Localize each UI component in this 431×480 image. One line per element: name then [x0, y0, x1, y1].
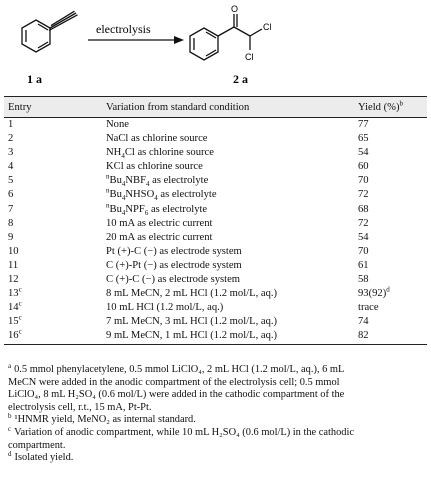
cell-entry: 6: [8, 189, 14, 201]
cell-yield: 72: [358, 189, 369, 201]
cell-yield: 70: [358, 175, 369, 187]
atom-chlorine-2: Cl: [245, 52, 254, 62]
cell-yield: 70: [358, 245, 369, 257]
cell-variation: None: [106, 119, 129, 130]
cell-variation: NH4Cl as chlorine source: [106, 147, 214, 161]
table-row: 11 C (+)-Pt (−) as electrode system 61: [4, 259, 427, 273]
table-row: 5 nBu4NBF4 as electrolyte 70: [4, 172, 427, 189]
cell-variation: 20 mA as electric current: [106, 231, 213, 243]
cell-entry: 4: [8, 161, 14, 173]
cell-yield: 68: [358, 203, 369, 215]
cell-entry: 16c: [4, 328, 106, 345]
atom-oxygen: O: [231, 4, 238, 14]
cell-entry: 7: [8, 203, 14, 215]
cell-yield: 60: [358, 161, 369, 173]
cell-variation: 10 mL HCl (1.2 mol/L, aq.): [106, 302, 224, 314]
cell-entry: 1: [8, 119, 14, 130]
cell-entry: 10: [8, 245, 19, 257]
cell-yield: 77: [358, 119, 369, 130]
table-row: 6 nBu4NHSO4 as electrolyte 72: [4, 186, 427, 203]
cell-yield: 65: [358, 133, 369, 145]
cell-entry: 8: [8, 217, 14, 229]
table-row: 15c 7 mL MeCN, 3 mL HCl (1.2 mol/L, aq.) 7…: [4, 313, 427, 329]
cell-yield: 54: [358, 231, 369, 243]
cell-variation: 8 mL MeCN, 2 mL HCl (1.2 mol/L, aq.): [106, 288, 278, 300]
reactant-label: 1 a: [27, 72, 42, 86]
cell-entry: 9: [8, 231, 14, 243]
cell-entry: 13c: [8, 285, 22, 300]
cell-entry: 11: [8, 259, 19, 271]
cell-variation: Pt (+)-C (−) as electrode system: [106, 245, 242, 257]
cell-yield: 61: [358, 259, 369, 271]
cell-entry: 2: [8, 133, 14, 145]
cell-variation: nBu4NHSO4 as electrolyte: [106, 186, 217, 203]
cell-yield: 58: [358, 274, 369, 286]
cell-variation: nBu4NBF4 as electrolyte: [106, 172, 209, 189]
cell-variation: 9 mL MeCN, 1 mL HCl (1.2 mol/L, aq.): [106, 329, 358, 345]
header-variation: Variation from standard condition: [106, 96, 358, 118]
atom-chlorine-1: Cl: [263, 22, 272, 32]
cell-yield: 54: [358, 147, 369, 159]
cell-variation: C (+)-Pt (−) as electrode system: [106, 259, 242, 271]
cell-entry: 12: [8, 274, 19, 286]
cell-variation: C (+)-C (−) as electrode system: [106, 274, 241, 286]
table-row: 9 20 mA as electric current 54: [4, 231, 427, 245]
cell-yield: 93(92)d: [358, 285, 390, 300]
cell-entry: 3: [8, 147, 14, 159]
header-yield: Yield (%)b: [358, 96, 427, 118]
cell-variation: 10 mA as electric current: [106, 217, 213, 229]
table-row: 13c 8 mL MeCN, 2 mL HCl (1.2 mol/L, aq.) 9…: [4, 285, 427, 301]
table-row: 1 None 77: [4, 118, 427, 133]
cell-entry: 15c: [8, 313, 22, 328]
product-label: 2 a: [233, 72, 248, 86]
reaction-scheme: electrolysis O Cl Cl 1 a 2 a: [21, 4, 272, 86]
table-row: 12 C (+)-C (−) as electrode system 58: [4, 273, 427, 287]
arrow-label: electrolysis: [96, 22, 151, 36]
table-row: 14c 10 mL HCl (1.2 mol/L, aq.) trace: [4, 299, 427, 315]
cell-yield: trace: [358, 302, 379, 314]
cell-yield: 74: [358, 316, 369, 328]
cell-entry: 14c: [8, 299, 22, 314]
cell-variation: NaCl as chlorine source: [106, 133, 208, 145]
cell-entry: 5: [8, 175, 14, 187]
table-header-row: Entry Variation from standard condition …: [4, 96, 427, 118]
table-row: 3 NH4Cl as chlorine source 54: [4, 146, 427, 160]
cell-yield: 72: [358, 217, 369, 229]
table-row: 4 KCl as chlorine source 60: [4, 160, 427, 174]
cell-variation: KCl as chlorine source: [106, 161, 203, 173]
cell-variation: 7 mL MeCN, 3 mL HCl (1.2 mol/L, aq.): [106, 316, 278, 328]
header-entry: Entry: [4, 96, 106, 118]
alkyne-bond: [49, 12, 77, 29]
table-row: 8 10 mA as electric current 72: [4, 217, 427, 231]
table-row: 7 nBu4NPF6 as electrolyte 68: [4, 201, 427, 217]
table-row: 10 Pt (+)-C (−) as electrode system 70: [4, 245, 427, 259]
optimization-table: Entry Variation from standard condition …: [4, 96, 427, 345]
cell-variation: nBu4NPF6 as electrolyte: [106, 201, 208, 217]
table-row: 2 NaCl as chlorine source 65: [4, 132, 427, 146]
cell-yield: 82: [358, 329, 427, 345]
